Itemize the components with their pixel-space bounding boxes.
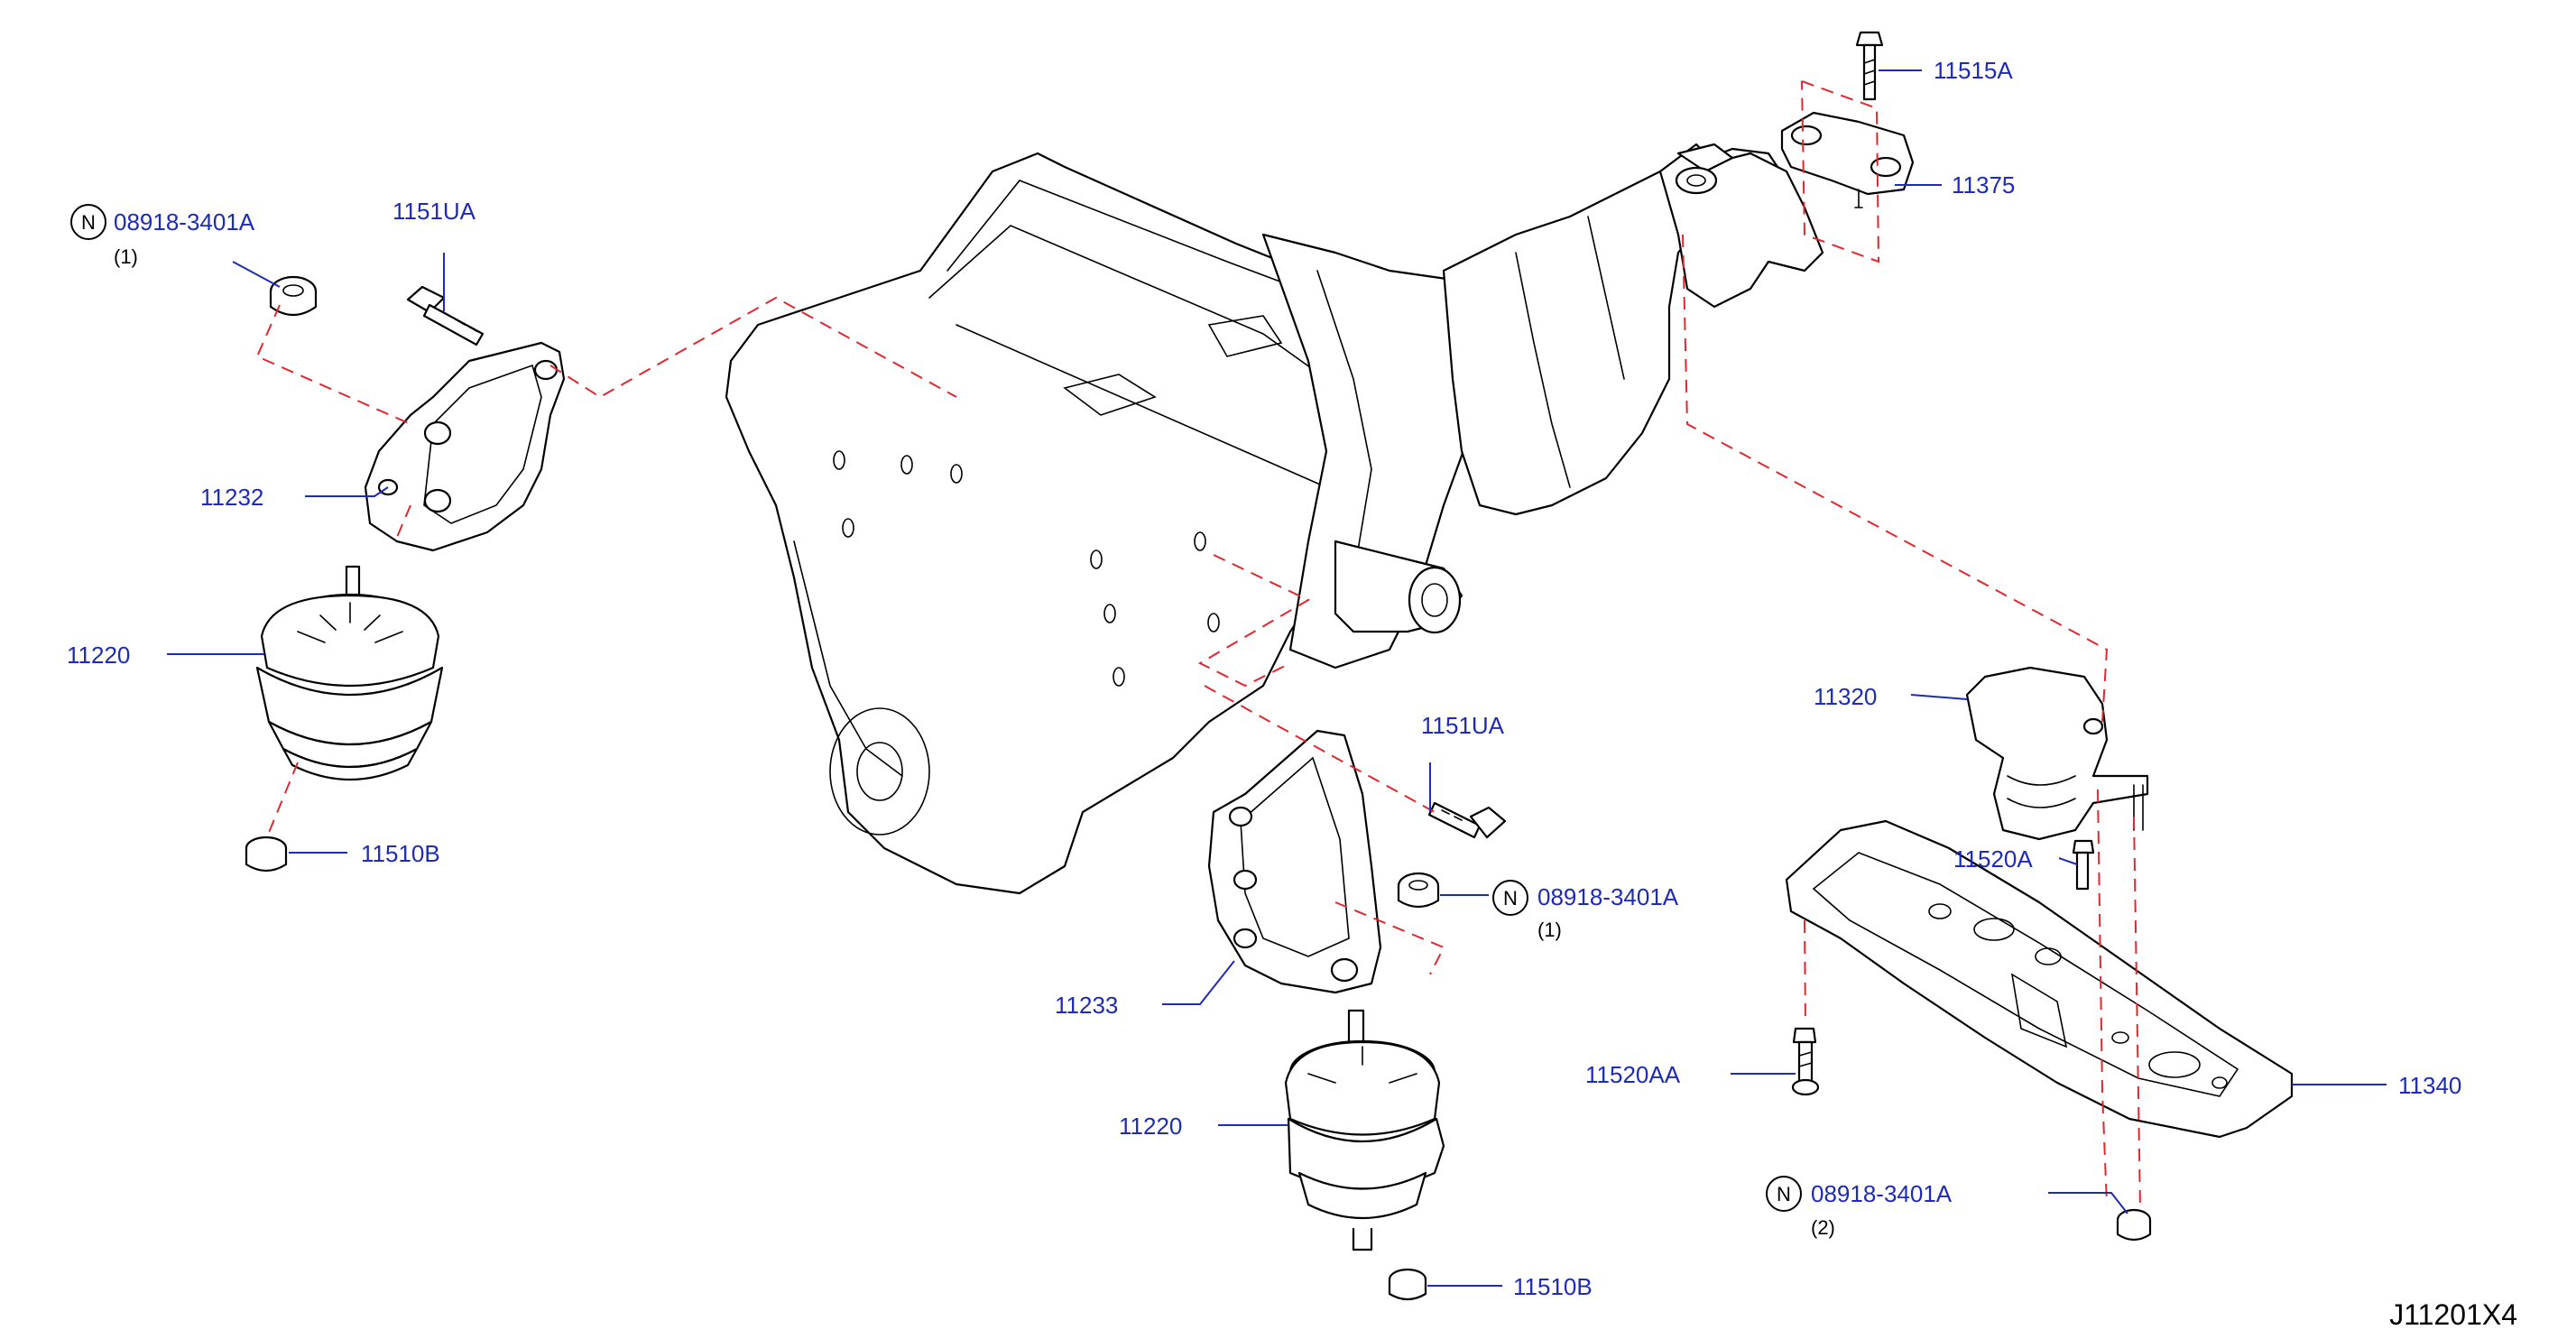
mount-11320 <box>1965 666 2149 841</box>
bolt-11520aa <box>1791 1027 1820 1096</box>
callout-label[interactable]: 11233 <box>1055 992 1118 1019</box>
nut-11510b-left <box>245 836 288 873</box>
bolt-11520a <box>2072 839 2095 891</box>
callout-label[interactable]: 08918-3401A <box>1811 1180 1953 1207</box>
callout-label[interactable]: 11320 <box>1814 683 1877 710</box>
flange-nut-upper-left <box>269 275 318 317</box>
bolt-center <box>1427 801 1507 839</box>
callout-label[interactable]: 11220 <box>67 642 130 669</box>
bolt-upper-left <box>406 285 485 346</box>
callout-qty: (1) <box>114 245 138 268</box>
n-marker-c1: N <box>70 204 106 240</box>
svg-text:N: N <box>1503 887 1518 910</box>
callout-label[interactable]: 08918-3401A <box>114 208 255 235</box>
nut-11510b-center <box>1388 1268 1427 1301</box>
callout-label[interactable]: 11232 <box>200 484 263 511</box>
callout-label[interactable]: 1151UA <box>392 198 476 225</box>
flange-nut-lower-right <box>2116 1208 2152 1242</box>
bracket-11232 <box>364 341 566 552</box>
insulator-11375 <box>1780 111 1915 208</box>
callout-label[interactable]: 11375 <box>1952 171 2015 199</box>
engine-transmission-assembly <box>725 143 1824 895</box>
callout-label[interactable]: 11520AA <box>1585 1061 1681 1088</box>
callout-label[interactable]: 11220 <box>1119 1113 1182 1140</box>
callout-label[interactable]: 11510B <box>361 840 440 867</box>
svg-text:N: N <box>81 211 96 234</box>
callout-label[interactable]: 11515A <box>1934 57 2013 84</box>
n-marker-c17: N <box>1766 1176 1802 1212</box>
bracket-11233 <box>1207 729 1382 994</box>
callout-label[interactable]: 08918-3401A <box>1537 883 1679 910</box>
callout-label[interactable]: 1151UA <box>1421 712 1505 739</box>
callout-qty: (1) <box>1537 919 1562 941</box>
leader-lines <box>167 69 2387 1287</box>
assembly-guides <box>255 80 2141 1210</box>
engine-mount-center <box>1284 1009 1445 1251</box>
crossmember-11340 <box>1785 819 2294 1139</box>
n-marker-c9: N <box>1492 880 1528 916</box>
diagram-code: J11201X4 <box>2389 1298 2517 1331</box>
flange-nut-center <box>1397 872 1440 909</box>
engine-mount-left <box>255 565 444 781</box>
callout-label[interactable]: 11340 <box>2398 1072 2461 1099</box>
svg-text:N: N <box>1777 1183 1791 1205</box>
part-labels: 08918-3401A (1) 1151UA 11232 11220 11510… <box>67 57 2461 1300</box>
callout-label[interactable]: 11510B <box>1513 1273 1593 1300</box>
bolt-11515a <box>1855 31 1884 101</box>
callout-qty: (2) <box>1811 1216 1835 1239</box>
callout-label[interactable]: 11520A <box>1953 845 2033 873</box>
